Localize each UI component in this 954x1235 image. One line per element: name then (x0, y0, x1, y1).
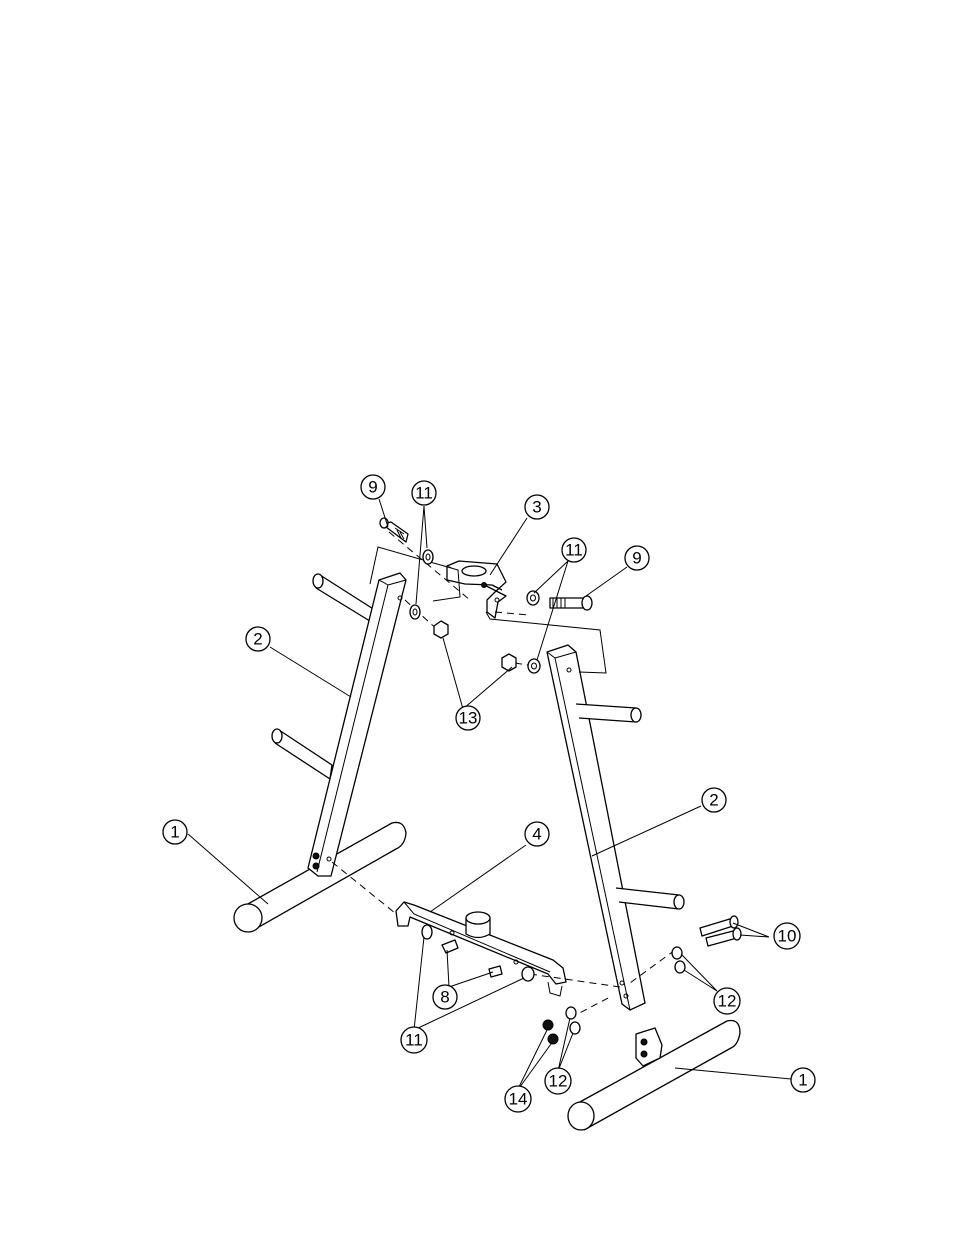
svg-text:8: 8 (440, 988, 449, 1007)
top-nuts (434, 621, 516, 671)
callout-11-top-left: 11 (412, 481, 436, 505)
svg-text:11: 11 (565, 541, 583, 560)
callout-13: 13 (456, 706, 480, 730)
svg-text:4: 4 (532, 825, 541, 844)
callout-12-right: 12 (714, 988, 740, 1014)
callout-2-right: 2 (702, 788, 726, 812)
right-base-tube (568, 1021, 740, 1131)
svg-text:14: 14 (509, 1090, 528, 1109)
left-lower-peg (272, 729, 332, 779)
svg-text:2: 2 (709, 791, 718, 810)
svg-text:13: 13 (459, 709, 478, 728)
callout-11-bottom: 11 (401, 1027, 427, 1053)
callout-14: 14 (505, 1086, 531, 1112)
svg-text:2: 2 (253, 630, 262, 649)
svg-text:9: 9 (368, 478, 377, 497)
svg-text:12: 12 (549, 1072, 568, 1091)
svg-text:1: 1 (798, 1071, 807, 1090)
svg-text:11: 11 (405, 1031, 423, 1050)
svg-text:11: 11 (415, 484, 433, 503)
callout-1-right: 1 (791, 1068, 815, 1092)
bottom-bracket (396, 902, 566, 996)
callout-2-left: 2 (246, 627, 270, 651)
callout-3: 3 (525, 495, 549, 519)
callout-4: 4 (525, 822, 549, 846)
svg-text:1: 1 (170, 823, 179, 842)
svg-text:12: 12 (718, 992, 737, 1011)
callout-9-top-right: 9 (625, 546, 649, 570)
callout-8: 8 (433, 985, 457, 1009)
top-left-bolt (380, 518, 408, 542)
callout-12-bottom: 12 (545, 1068, 571, 1094)
callout-11-top-right: 11 (562, 538, 586, 562)
bottom-nuts (543, 1020, 558, 1044)
callout-9-top-left: 9 (361, 475, 385, 499)
svg-text:10: 10 (778, 927, 797, 946)
callout-1-left: 1 (163, 820, 187, 844)
callout-10: 10 (774, 923, 800, 949)
right-upright (547, 645, 645, 1010)
left-upper-peg (313, 574, 378, 626)
svg-text:3: 3 (532, 498, 541, 517)
svg-text:9: 9 (632, 549, 641, 568)
